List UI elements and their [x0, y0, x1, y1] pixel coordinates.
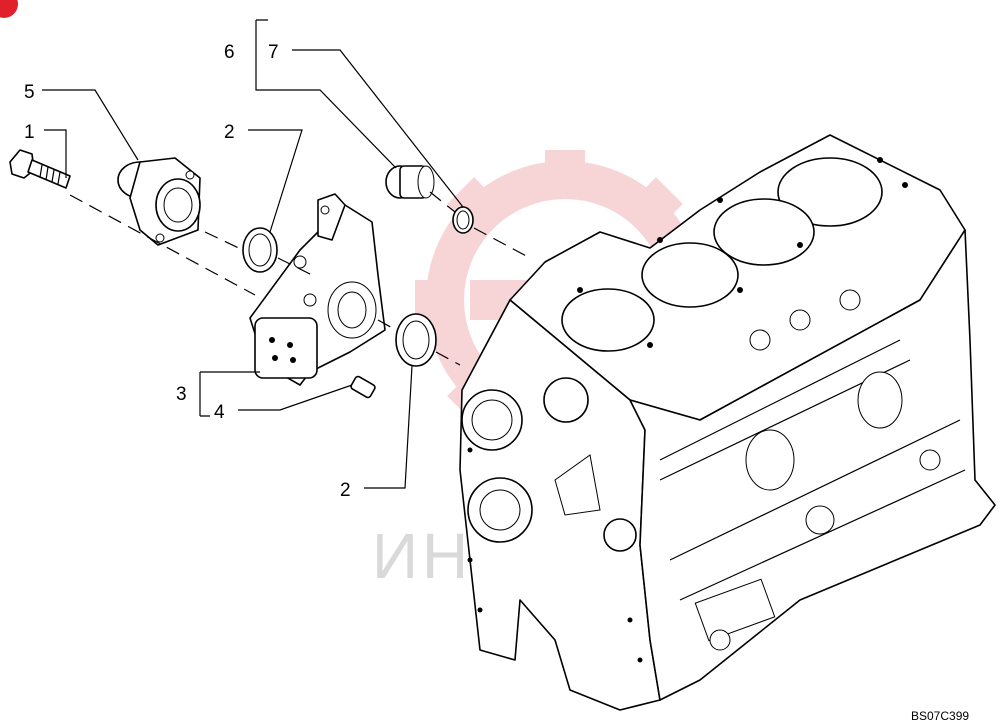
thermostat-housing-part: [249, 193, 386, 386]
callout-5: 5: [24, 82, 35, 103]
callout-2-lower: 2: [340, 480, 351, 501]
callout-7: 7: [268, 42, 279, 63]
assembly-line: [429, 191, 531, 259]
callout-4: 4: [214, 402, 225, 423]
callout-2-upper: 2: [224, 122, 235, 143]
small-o-ring: [452, 206, 474, 234]
corner-badge: [0, 0, 18, 18]
leader-lines: [42, 19, 464, 489]
assembly-line: [377, 319, 461, 366]
drawing-code: BS07C399: [911, 709, 969, 723]
callout-6: 6: [224, 42, 235, 63]
connector-part: [385, 165, 435, 199]
outlet-fitting-part: [117, 157, 201, 246]
o-ring-upper: [242, 227, 278, 273]
callout-1: 1: [24, 122, 35, 143]
callout-3: 3: [176, 384, 187, 405]
bolt-part: [9, 149, 71, 189]
assembly-line: [69, 194, 256, 296]
dowel-pin-part: [350, 375, 376, 399]
o-ring-lower: [395, 313, 437, 367]
engine-block: [459, 134, 996, 711]
assembly-line: [204, 231, 313, 276]
